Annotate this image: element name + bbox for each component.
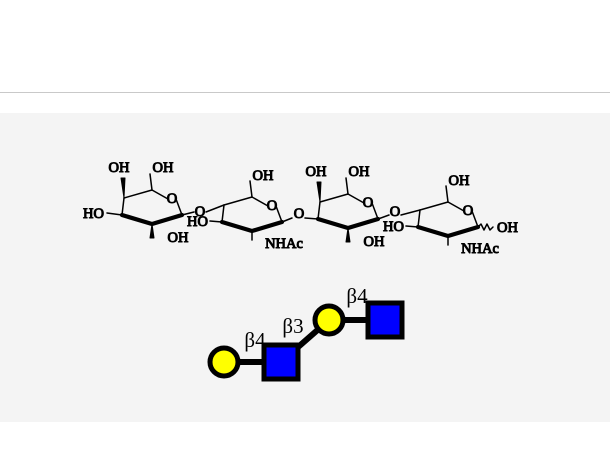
bottom-white-band	[0, 422, 610, 463]
mid-white-gap	[0, 93, 610, 113]
top-white-band	[0, 0, 610, 92]
horizontal-divider	[0, 92, 610, 93]
content-panel	[0, 113, 610, 422]
